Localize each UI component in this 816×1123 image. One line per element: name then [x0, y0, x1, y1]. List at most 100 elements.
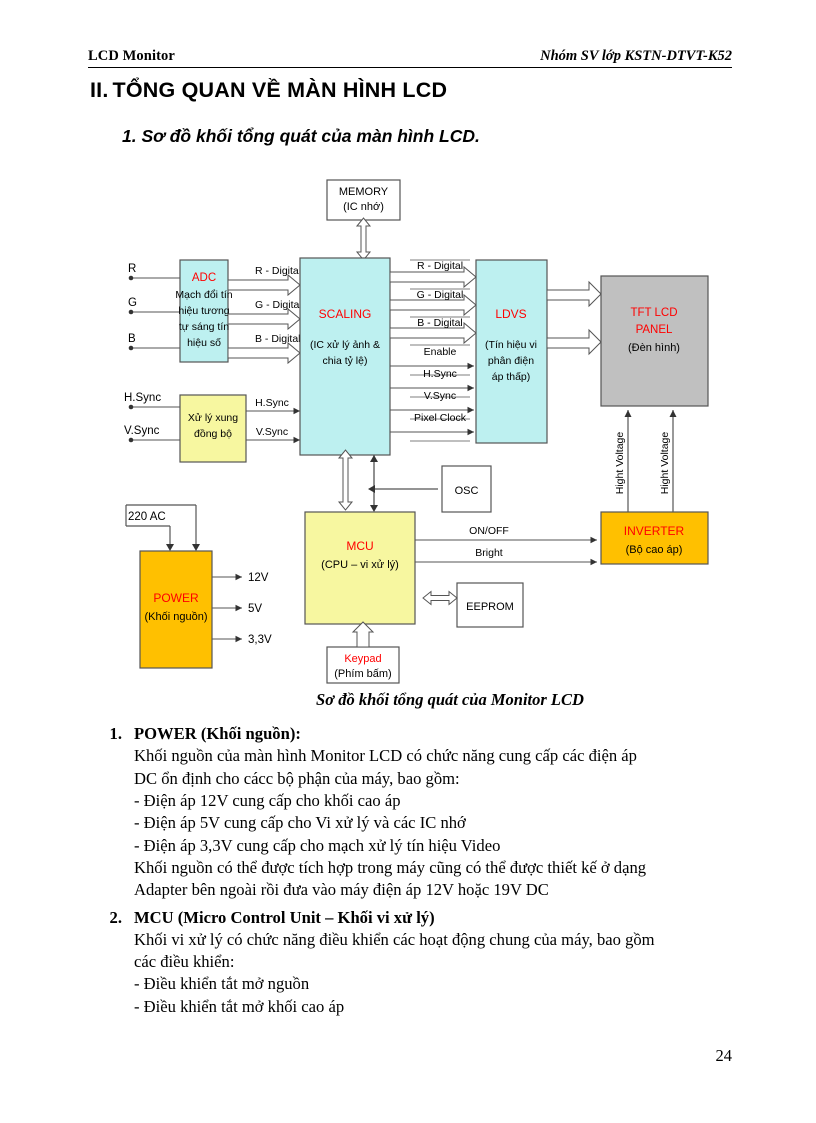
list-item-number: 1. [109, 724, 122, 743]
subsection-heading: 1. Sơ đồ khối tổng quát của màn hình LCD… [122, 126, 480, 146]
block-scaling-line1: (IC xử lý ảnh & [310, 339, 380, 351]
block-adc [179, 259, 229, 363]
block-inverter [600, 511, 709, 565]
arrow-ldvs-panel-2 [546, 328, 602, 356]
page-header: LCD Monitor Nhóm SV lớp KSTN-DTVT-K52 [88, 48, 732, 68]
block-panel-line2: PANEL [636, 324, 673, 336]
label-g-digital-out: G - Digital [417, 289, 464, 301]
arrow-scaling-r [389, 265, 477, 289]
label-3v3: 3,3V [248, 634, 272, 646]
section-title: TỔNG QUAN VỀ MÀN HÌNH LCD [112, 78, 448, 102]
arrow-ldvs-panel-1 [546, 280, 602, 308]
list-item-number: 2. [109, 907, 122, 927]
label-r-digital-out: R - Digital [417, 260, 463, 272]
arrow-adc-r [227, 273, 301, 297]
label-b-digital-out: B - Digital [417, 317, 463, 329]
input-label-vsync: V.Sync [124, 425, 160, 437]
label-220ac: 220 AC [128, 511, 166, 523]
input-label-b: B [128, 333, 136, 345]
block-memory-title: MEMORY [339, 186, 389, 198]
body-line: Khối vi xử lý có chức năng điều khiển cá… [134, 929, 655, 949]
block-keypad-title: Keypad [344, 653, 381, 665]
block-adc-line3: tự sáng tín [179, 321, 229, 333]
label-hsync-mid: H.Sync [255, 397, 289, 409]
label-onoff: ON/OFF [469, 525, 509, 537]
label-b-digital-in: B - Digital [255, 333, 301, 345]
block-scaling-line2: chia tỷ lệ) [323, 355, 368, 367]
block-power-title: POWER [153, 591, 199, 605]
label-g-digital-in: G - Digital [255, 299, 302, 311]
block-tft-lcd-panel [600, 275, 709, 407]
block-keypad [326, 646, 400, 684]
list-item-title: MCU (Micro Control Unit – Khối vi xử lý) [134, 907, 435, 927]
block-eeprom [456, 582, 524, 628]
list-item-title: POWER (Khối nguồn): [134, 724, 301, 743]
arrow-adc-b [227, 341, 301, 365]
block-osc [441, 465, 492, 513]
section-heading: II.TỔNG QUAN VỀ MÀN HÌNH LCD [90, 78, 750, 103]
list-item-body: MCU (Micro Control Unit – Khối vi xử lý)… [134, 907, 748, 1019]
label-hsync-out: H.Sync [423, 368, 457, 380]
arrow-scaling-mcu [337, 449, 354, 511]
body-line: - Điện áp 3,3V cung cấp cho mạch xử lý t… [134, 835, 501, 855]
block-sync-line1: Xử lý xung [188, 412, 238, 424]
list-item: 1. POWER (Khối nguồn): Khối nguồn của mà… [88, 723, 748, 902]
input-label-r: R [128, 263, 136, 275]
label-vsync-mid: V.Sync [256, 426, 288, 438]
block-mcu-title: MCU [346, 539, 373, 553]
arrow-keypad-mcu [351, 621, 375, 648]
block-ldvs-line3: áp thấp) [492, 371, 531, 383]
block-ldvs [475, 259, 548, 444]
body-line: Khối nguồn của màn hình Monitor LCD có c… [134, 746, 637, 766]
label-hv-right: Hight Voltage [659, 432, 671, 495]
block-adc-line2: hiệu tương [178, 305, 229, 317]
list-item: 2. MCU (Micro Control Unit – Khối vi xử … [88, 907, 748, 1019]
block-power-subtitle: (Khối nguồn) [145, 611, 208, 623]
block-inverter-title: INVERTER [624, 524, 685, 538]
block-osc-title: OSC [455, 485, 479, 497]
block-ldvs-line1: (Tín hiệu vi [485, 339, 537, 351]
arrow-scaling-b [389, 321, 477, 345]
body-line: - Điều khiển tắt mở nguồn [134, 974, 310, 994]
label-r-digital-in: R - Digital [255, 265, 301, 277]
label-hv-left: Hight Voltage [614, 432, 626, 495]
label-pixel-clock: Pixel Clock [414, 412, 467, 424]
block-mcu [304, 511, 416, 625]
body-content: 1. POWER (Khối nguồn): Khối nguồn của mà… [88, 718, 748, 1018]
body-line: - Điện áp 12V cung cấp cho khối cao áp [134, 790, 401, 810]
label-5v: 5V [248, 603, 262, 615]
block-keypad-subtitle: (Phím bấm) [334, 668, 391, 680]
page-number: 24 [715, 1046, 733, 1065]
block-ldvs-line2: phân điện [488, 355, 534, 367]
block-sync-processing [179, 394, 247, 463]
block-scaling [299, 257, 391, 456]
input-label-hsync: H.Sync [124, 392, 161, 404]
block-adc-title: ADC [192, 272, 216, 284]
input-label-g: G [128, 297, 137, 309]
label-bright: Bright [475, 547, 503, 559]
block-panel-line1: TFT LCD [630, 307, 677, 319]
block-ldvs-title: LDVS [495, 307, 526, 321]
label-12v: 12V [248, 572, 269, 584]
body-line: - Điện áp 5V cung cấp cho Vi xử lý và cá… [134, 813, 466, 833]
block-sync-line2: đồng bộ [194, 428, 232, 440]
body-line: Adapter bên ngoài rồi đưa vào máy điện á… [134, 880, 549, 900]
label-enable: Enable [424, 346, 457, 358]
block-scaling-title: SCALING [319, 307, 372, 321]
arrow-scaling-g [389, 293, 477, 317]
block-panel-line3: (Đèn hình) [628, 342, 680, 354]
block-power [139, 550, 213, 669]
body-line: DC ổn định cho cácc bộ phận của máy, bao… [134, 768, 460, 788]
block-inverter-subtitle: (Bộ cao áp) [626, 544, 683, 556]
header-left-text: LCD Monitor [88, 48, 175, 64]
block-memory [326, 179, 401, 221]
body-line: Khối nguồn có thể được tích hợp trong má… [134, 857, 647, 877]
arrow-mcu-eeprom [422, 590, 458, 606]
arrow-memory-scaling [355, 217, 372, 261]
label-vsync-out: V.Sync [424, 390, 456, 402]
block-eeprom-title: EEPROM [466, 601, 514, 613]
body-line: - Điều khiển tắt mở khối cao áp [134, 996, 345, 1016]
block-adc-line1: Mạch đổi tín [175, 289, 232, 301]
block-mcu-subtitle: (CPU – vi xử lý) [321, 559, 399, 571]
